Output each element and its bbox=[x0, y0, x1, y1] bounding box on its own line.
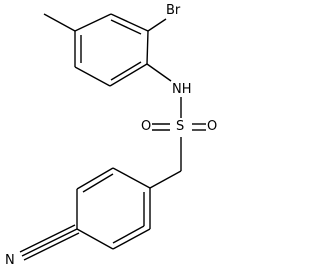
bromine-label: Br bbox=[165, 3, 182, 18]
nitrile-bond bbox=[19, 224, 76, 253]
ring-a-bond bbox=[146, 30, 149, 65]
oxygen-right-label: O bbox=[206, 119, 219, 134]
nh-bond bbox=[146, 63, 172, 82]
molecule-structure: Br NH S O O N bbox=[4, 3, 219, 268]
ring-a-inner-bond bbox=[110, 19, 142, 35]
sulfur-label: S bbox=[175, 119, 186, 134]
nh-label: NH bbox=[171, 82, 193, 97]
methyl-bond bbox=[43, 13, 76, 32]
ring-a-bond bbox=[109, 63, 148, 87]
ch2-ring-bond bbox=[149, 170, 182, 189]
ring-b-inner-bond bbox=[112, 225, 145, 244]
nitrile-n-label: N bbox=[4, 253, 16, 268]
ring-b-bond bbox=[76, 228, 114, 250]
ring-a-bond bbox=[74, 13, 112, 32]
ring-a-inner-bond bbox=[110, 61, 142, 81]
ring-b-bond bbox=[76, 167, 114, 190]
nitrile-bond bbox=[21, 228, 78, 257]
nitrile-bond bbox=[23, 232, 80, 261]
ring-b-inner-bond bbox=[82, 173, 114, 193]
ring-b-bond bbox=[112, 167, 151, 189]
ring-a-bond bbox=[74, 66, 111, 87]
ring-b-bond bbox=[112, 228, 151, 250]
bromine-bond bbox=[147, 18, 167, 32]
oxygen-left-label: O bbox=[140, 119, 153, 134]
ring-a-bond bbox=[110, 13, 149, 32]
bond-skeleton bbox=[19, 13, 207, 261]
